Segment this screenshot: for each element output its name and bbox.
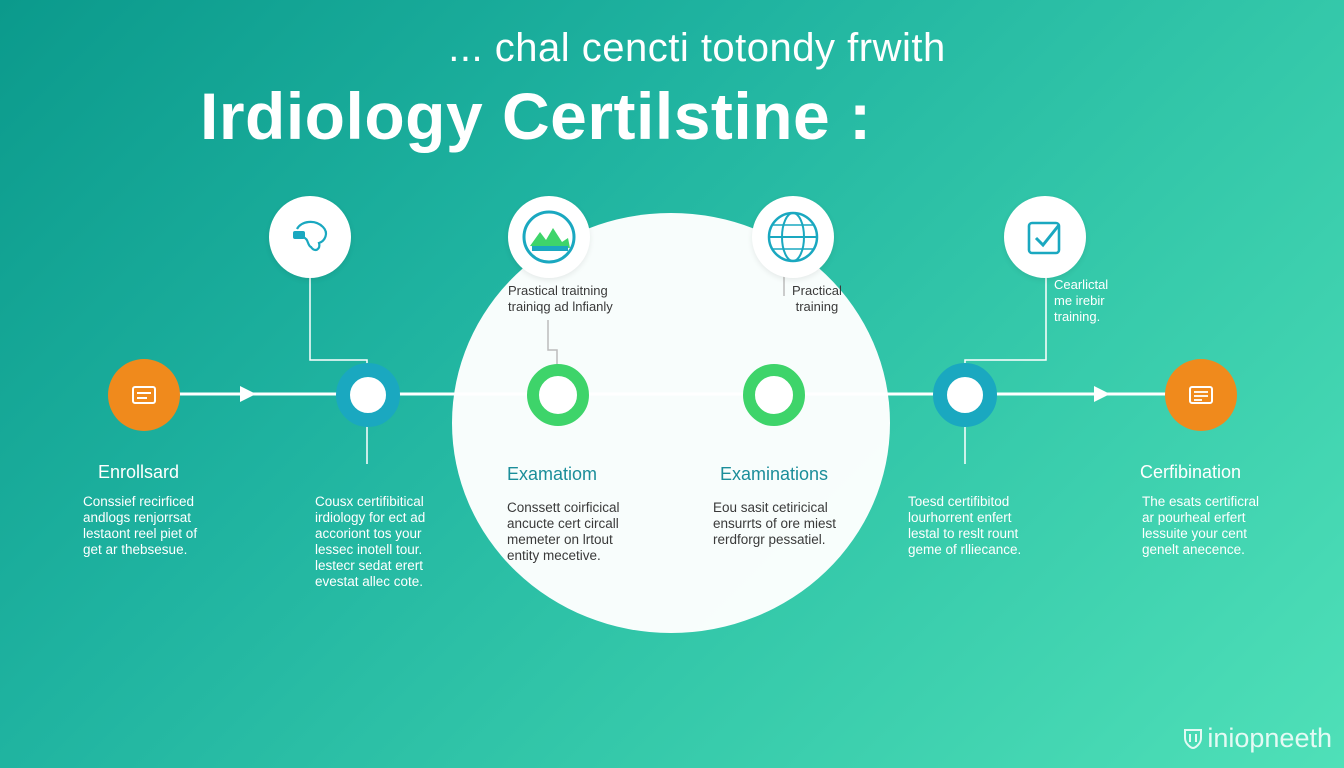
- connector-2: [547, 320, 558, 366]
- step-4-desc: Eou sasit cetiricical ensurrts of ore mi…: [713, 500, 837, 547]
- step-6-desc: The esats certificral ar pourheal erfert…: [1142, 494, 1260, 557]
- checkbox-icon: [1004, 196, 1086, 278]
- globe-icon: [752, 196, 834, 278]
- step-2-desc: Cousx certifibitical irdiology for ect a…: [315, 494, 426, 589]
- note-practical: Practical training: [792, 283, 842, 314]
- note-practical-training: Prastical traitning trainiqg ad lnfianly: [508, 283, 613, 314]
- highlight-circle: [452, 213, 890, 633]
- subtitle: ... chal cencti totondy frwith: [448, 26, 946, 70]
- brain-map-icon: [269, 196, 351, 278]
- watermark: iniopneeth: [1183, 723, 1332, 754]
- certificate-icon: [1189, 386, 1213, 404]
- arrow-right: [1094, 386, 1110, 402]
- step-3-label: Examatiom: [507, 464, 598, 484]
- note-clinical: Cearlictal me irebir training.: [1054, 277, 1109, 324]
- connector-4: [964, 276, 1047, 372]
- enrollment-node[interactable]: [108, 359, 180, 431]
- step-1-label: Enrollsard: [98, 462, 180, 482]
- step-1-desc: Conssief recirficed andlogs renjorrsat l…: [83, 494, 198, 557]
- step-5-desc: Toesd certifibitod lourhorrent enfert le…: [908, 494, 1022, 557]
- page-title: Irdiology Certilstine :: [200, 79, 872, 153]
- watermark-text: iniopneeth: [1207, 723, 1332, 753]
- logo-icon: [1184, 728, 1203, 749]
- document-icon: [132, 386, 156, 404]
- step-5-node[interactable]: [933, 363, 997, 427]
- landscape-icon: [508, 196, 590, 278]
- step-6-label: Cerfibination: [1140, 462, 1242, 482]
- step-4-node[interactable]: [743, 364, 805, 426]
- step-3-desc: Conssett coirficical ancucte cert circal…: [507, 500, 620, 563]
- step-3-node[interactable]: [527, 364, 589, 426]
- step-2-node[interactable]: [336, 363, 400, 427]
- certification-node[interactable]: [1165, 359, 1237, 431]
- connector-1: [309, 276, 368, 372]
- arrow-left: [240, 386, 256, 402]
- step-4-label: Examinations: [720, 464, 829, 484]
